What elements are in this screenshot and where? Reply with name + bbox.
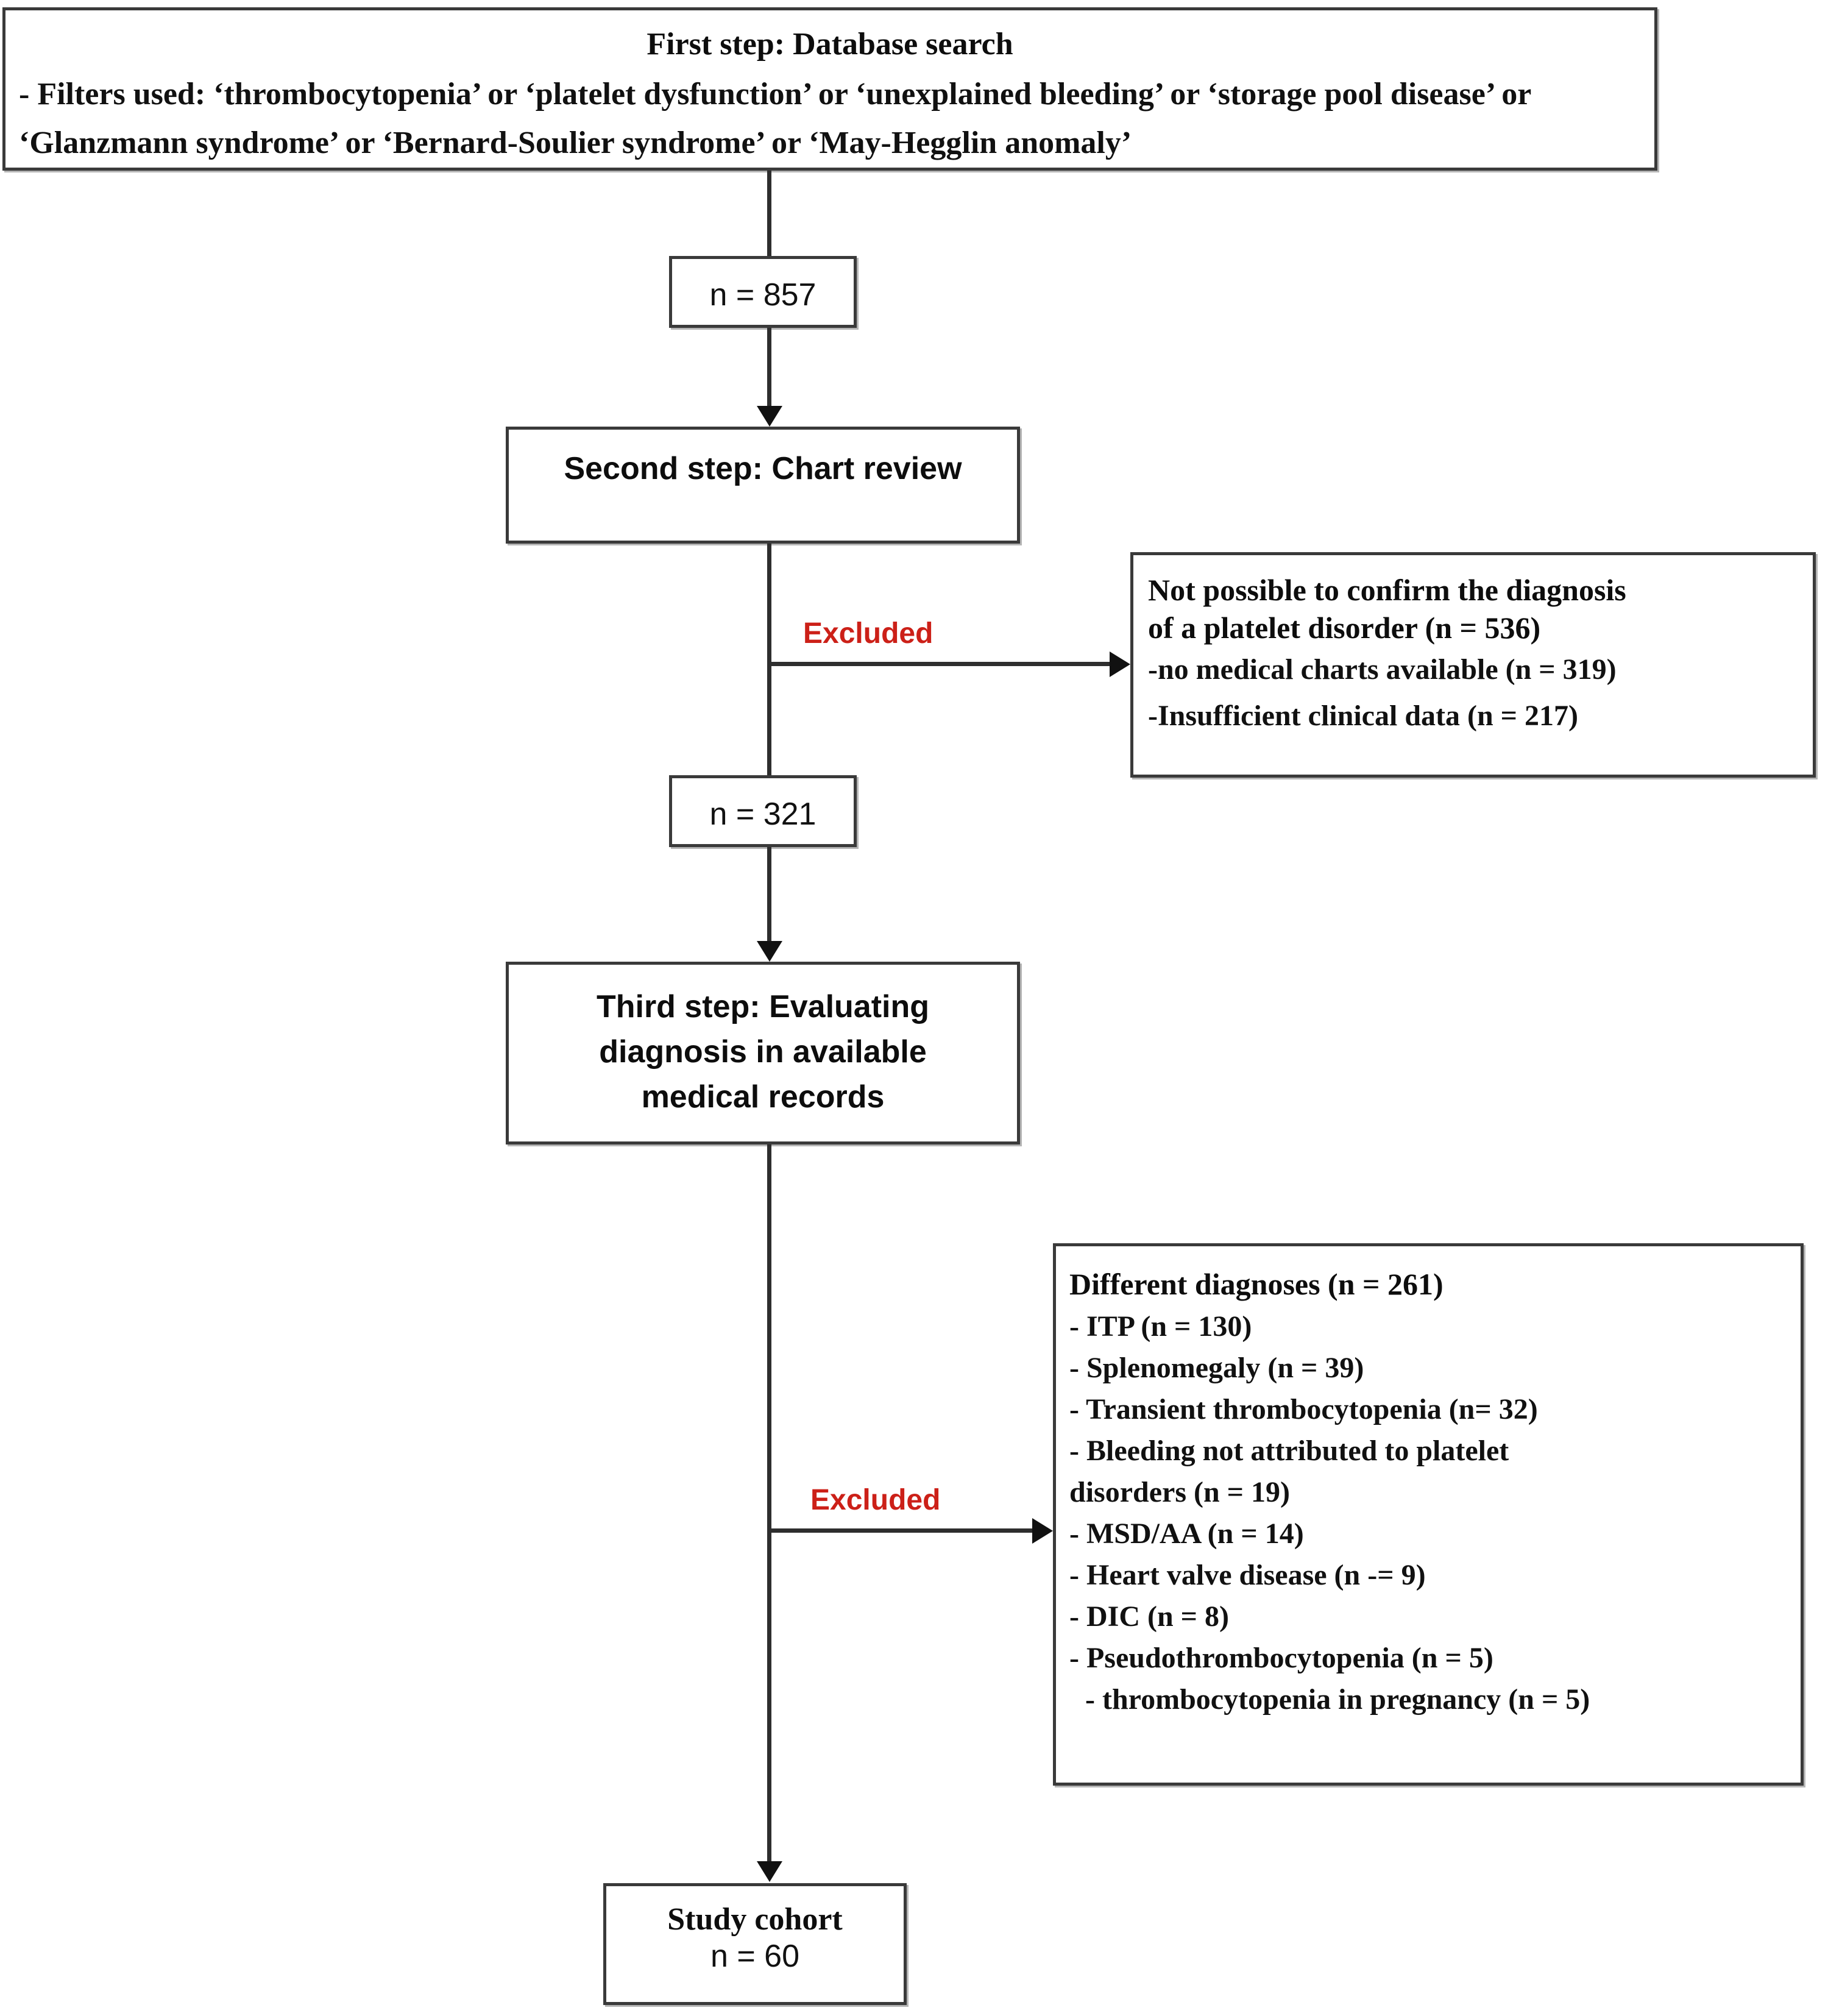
arrow-down-to-secondstep xyxy=(757,406,782,427)
not-possible-item-1: -Insufficient clinical data (n = 217) xyxy=(1148,700,1579,732)
node-count-321: n = 321 xyxy=(669,775,857,847)
second-step-label: Second step: Chart review xyxy=(564,451,962,486)
third-step-line1: Third step: Evaluating xyxy=(596,989,930,1024)
third-step-line2: diagnosis in available xyxy=(599,1034,927,1070)
arrow-down-to-studycohort xyxy=(757,1861,782,1882)
node-third-step: Third step: Evaluating diagnosis in avai… xyxy=(506,962,1020,1145)
different-diagnoses-item-4: disorders (n = 19) xyxy=(1069,1476,1291,1508)
first-step-title: First step: Database search xyxy=(647,27,1013,62)
different-diagnoses-content: Different diagnoses (n = 261) - ITP (n =… xyxy=(1056,1246,1801,1783)
different-diagnoses-item-2: - Transient thrombocytopenia (n= 32) xyxy=(1069,1393,1538,1425)
edge-thirdstep-to-studycohort xyxy=(767,1145,771,1862)
different-diagnoses-item-6: - Heart valve disease (n -= 9) xyxy=(1069,1559,1426,1591)
excluded-label-2: Excluded xyxy=(810,1484,941,1516)
not-possible-content: Not possible to confirm the diagnosis of… xyxy=(1133,555,1813,775)
node-not-possible-to-confirm: Not possible to confirm the diagnosis of… xyxy=(1130,552,1816,778)
different-diagnoses-item-0: - ITP (n = 130) xyxy=(1069,1310,1252,1343)
different-diagnoses-item-3: - Bleeding not attributed to platelet xyxy=(1069,1435,1509,1467)
edge-excluded-1-horizontal xyxy=(767,662,1110,666)
arrow-right-to-different-diagnoses xyxy=(1032,1518,1053,1544)
node-study-cohort: Study cohort n = 60 xyxy=(603,1883,907,2005)
first-step-content: First step: Database search - Filters us… xyxy=(5,10,1654,168)
different-diagnoses-item-7: - DIC (n = 8) xyxy=(1069,1600,1230,1633)
study-cohort-content: Study cohort n = 60 xyxy=(606,1886,904,2002)
study-cohort-count: n = 60 xyxy=(710,1939,800,1974)
edge-secondstep-to-n321 xyxy=(767,544,771,775)
third-step-line3: medical records xyxy=(641,1079,885,1115)
first-step-filters-text: - Filters used: ‘thrombocytopenia’ or ‘p… xyxy=(19,77,1531,160)
node-first-step: First step: Database search - Filters us… xyxy=(2,7,1657,171)
study-cohort-title: Study cohort xyxy=(667,1902,843,1937)
different-diagnoses-item-8: - Pseudothrombocytopenia (n = 5) xyxy=(1069,1642,1493,1674)
different-diagnoses-item-5: - MSD/AA (n = 14) xyxy=(1069,1517,1304,1550)
not-possible-head-line2: of a platelet disorder (n = 536) xyxy=(1148,611,1541,645)
arrow-right-to-not-possible xyxy=(1110,651,1130,677)
node-count-857: n = 857 xyxy=(669,256,857,328)
arrow-down-to-thirdstep xyxy=(757,941,782,962)
count-321-text: n = 321 xyxy=(709,797,817,832)
excluded-label-1: Excluded xyxy=(803,617,933,650)
different-diagnoses-item-1: - Splenomegaly (n = 39) xyxy=(1069,1352,1364,1384)
edge-n321-to-thirdstep xyxy=(767,847,771,942)
not-possible-head-line1: Not possible to confirm the diagnosis xyxy=(1148,573,1626,607)
node-second-step: Second step: Chart review xyxy=(506,427,1020,544)
edge-excluded-2-horizontal xyxy=(767,1528,1032,1533)
edge-firststep-to-n857 xyxy=(767,171,771,257)
count-857-text: n = 857 xyxy=(709,277,817,313)
edge-n857-to-secondstep xyxy=(767,328,771,407)
node-different-diagnoses: Different diagnoses (n = 261) - ITP (n =… xyxy=(1053,1243,1804,1786)
different-diagnoses-item-9: - thrombocytopenia in pregnancy (n = 5) xyxy=(1085,1683,1590,1716)
not-possible-item-0: -no medical charts available (n = 319) xyxy=(1148,653,1617,686)
third-step-content: Third step: Evaluating diagnosis in avai… xyxy=(509,965,1017,1141)
different-diagnoses-head: Different diagnoses (n = 261) xyxy=(1069,1267,1444,1301)
